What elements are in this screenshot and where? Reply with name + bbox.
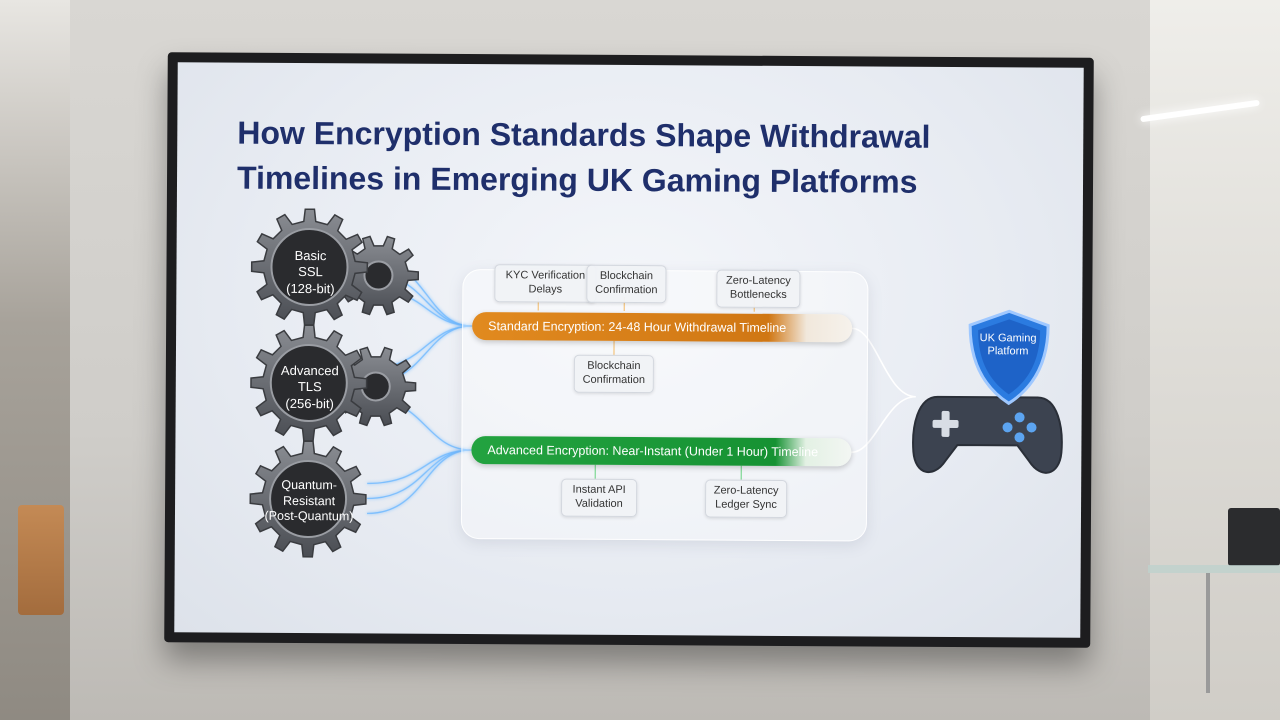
tag-kyc-verification-delays: KYC Verification Delays: [494, 264, 597, 303]
gear-label-advanced-tls: Advanced TLS (256-bit): [264, 363, 356, 412]
tag-line: Blockchain: [599, 269, 654, 283]
bottom-tag-connectors: [594, 464, 742, 480]
tag-line: Validation: [575, 497, 623, 510]
diagram-graphics: [249, 208, 916, 558]
glowing-wire: [367, 449, 472, 500]
wall-display: How Encryption Standards Shape Withdrawa…: [164, 52, 1094, 648]
gear-label-line: (Post-Quantum): [264, 509, 354, 524]
platform-label: UK Gaming Platform: [974, 332, 1042, 359]
tag-line: Delays: [528, 283, 563, 296]
gear-label-line: (256-bit): [285, 395, 334, 411]
background-monitor: [1228, 508, 1280, 566]
tag-line: Confirmation: [595, 283, 658, 296]
gear-label-line: Quantum-: [281, 477, 338, 493]
advanced-bar-label: Advanced Encryption: Near-Instant (Under…: [487, 443, 819, 460]
gear-stack: [249, 208, 420, 558]
gear-label-quantum-resistant: Quantum- Resistant (Post-Quantum): [257, 478, 361, 526]
gear-label-basic-ssl: Basic SSL (128-bit): [264, 248, 356, 297]
display-panel: How Encryption Standards Shape Withdrawa…: [174, 62, 1084, 638]
tag-zero-latency-bottlenecks: Zero-Latency Bottlenecks: [716, 269, 801, 308]
tag-line: Bottlenecks: [729, 288, 787, 301]
standard-encryption-timeline-bar: Standard Encryption: 24-48 Hour Withdraw…: [472, 312, 853, 343]
gear-label-line: Resistant: [282, 493, 336, 508]
desk-leg: [1206, 573, 1210, 693]
tag-blockchain-confirmation-middle: Blockchain Confirmation: [573, 354, 654, 393]
standard-bar-label: Standard Encryption: 24-48 Hour Withdraw…: [488, 319, 787, 335]
tag-line: Instant API: [572, 483, 626, 496]
gear-icon-basic-ssl: [250, 208, 369, 326]
tag-line: KYC Verification: [505, 269, 586, 282]
standard-connector: [852, 327, 916, 398]
shield-icon: [968, 309, 1050, 406]
platform-label-line: Platform: [987, 345, 1029, 358]
gear-label-line: SSL: [298, 264, 323, 280]
advanced-connector: [851, 395, 916, 454]
tag-line: Zero-Latency: [725, 274, 791, 287]
gear-icon-advanced-tls: [250, 324, 368, 442]
gear-label-line: Basic: [294, 247, 327, 264]
gear-label-line: Advanced: [280, 362, 339, 379]
room-right-wall: [1150, 0, 1280, 720]
game-controller-icon: [912, 395, 1063, 474]
glowing-wire: [366, 449, 472, 515]
gear-icon-quantum-resistant: [249, 440, 367, 558]
tag-line: Zero-Latency: [713, 484, 779, 497]
chair: [18, 505, 64, 615]
tag-blockchain-confirmation-top: Blockchain Confirmation: [586, 264, 667, 303]
tag-line: Confirmation: [582, 373, 646, 386]
gear-label-line: (128-bit): [286, 280, 335, 296]
tag-instant-api-validation: Instant API Validation: [560, 478, 638, 517]
glass-desk: [1148, 565, 1280, 573]
platform-label-line: UK Gaming: [979, 332, 1037, 345]
advanced-encryption-timeline-bar: Advanced Encryption: Near-Instant (Under…: [471, 436, 852, 467]
tag-zero-latency-ledger-sync: Zero-Latency Ledger Sync: [704, 479, 788, 518]
gear-label-line: TLS: [297, 379, 322, 395]
tag-line: Ledger Sync: [715, 498, 777, 511]
withdrawal-process-box: [460, 268, 869, 542]
tag-line: Blockchain: [587, 359, 641, 373]
